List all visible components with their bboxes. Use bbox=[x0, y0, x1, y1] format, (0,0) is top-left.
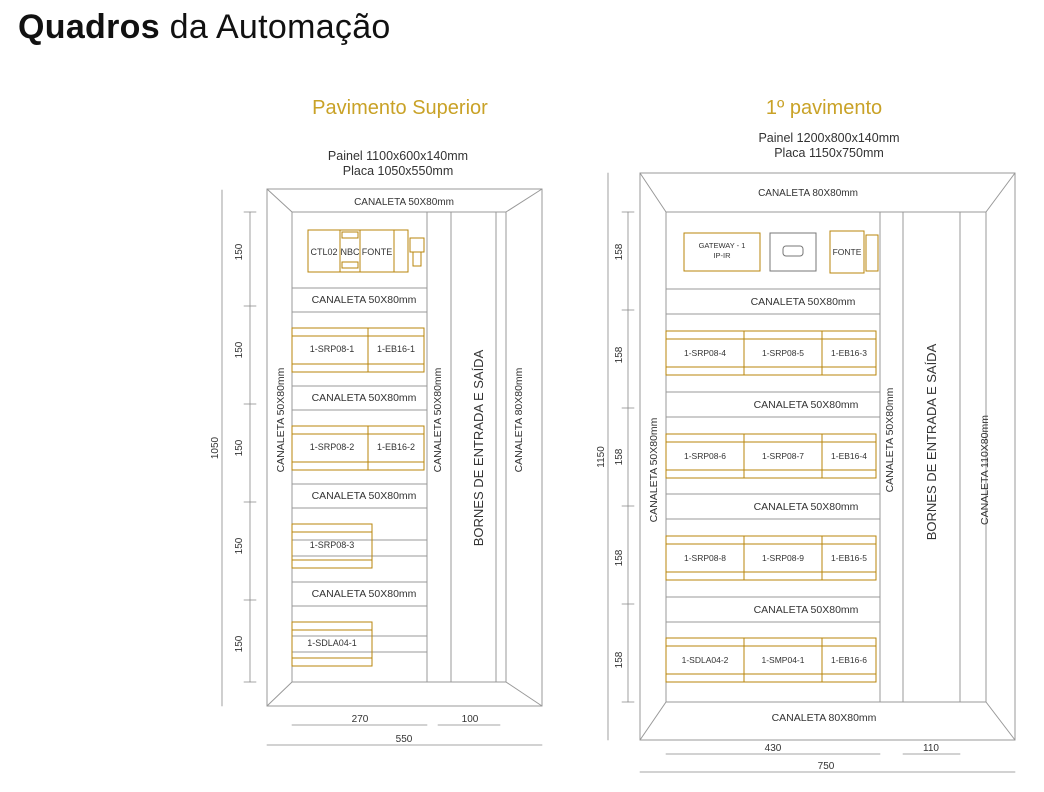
right-left-duct: CANALETA 50X80mm bbox=[648, 417, 660, 522]
right-module-10: 1-SDLA04-2 bbox=[682, 655, 729, 665]
right-heading: 1º pavimento bbox=[766, 97, 882, 119]
right-module-3: 1-EB16-3 bbox=[831, 348, 867, 358]
left-module-2: 1-EB16-1 bbox=[377, 344, 415, 354]
left-dim-row-4: 150 bbox=[234, 537, 245, 554]
right-module-12: 1-EB16-6 bbox=[831, 655, 867, 665]
right-module-8: 1-SRP08-9 bbox=[762, 553, 804, 563]
left-dim-total: 550 bbox=[396, 734, 413, 745]
right-top-duct: CANALETA 80X80mm bbox=[758, 188, 858, 199]
right-module-1: 1-SRP08-4 bbox=[684, 348, 726, 358]
right-dim-w1: 430 bbox=[765, 743, 782, 754]
right-gateway: GATEWAY - 1 bbox=[699, 241, 746, 250]
right-bornes: BORNES DE ENTRADA E SAÍDA bbox=[924, 343, 939, 540]
left-bornes: BORNES DE ENTRADA E SAÍDA bbox=[471, 349, 486, 546]
right-dim-row-4: 158 bbox=[614, 549, 625, 566]
right-bottom-duct: CANALETA 80X80mm bbox=[772, 712, 877, 724]
left-panel: Pavimento Superior Painel 1100x600x140mm… bbox=[210, 97, 543, 746]
left-module-6: 1-SDLA04-1 bbox=[307, 638, 357, 648]
title-bold: Quadros bbox=[18, 8, 160, 46]
left-dim-w1: 270 bbox=[352, 714, 369, 725]
right-module-4: 1-SRP08-6 bbox=[684, 451, 726, 461]
left-row-duct-1: CANALETA 50X80mm bbox=[312, 294, 417, 306]
right-module-7: 1-SRP08-8 bbox=[684, 553, 726, 563]
right-dim-height: 1150 bbox=[596, 446, 607, 468]
left-dim-w2: 100 bbox=[462, 714, 479, 725]
left-top-duct: CANALETA 50X80mm bbox=[354, 197, 454, 208]
right-panel: 1º pavimento Painel 1200x800x140mm Placa… bbox=[596, 97, 1016, 773]
left-module-3: 1-SRP08-2 bbox=[310, 442, 355, 452]
right-dim-w2: 110 bbox=[923, 743, 939, 754]
right-module-5: 1-SRP08-7 bbox=[762, 451, 804, 461]
right-dim-row-3: 158 bbox=[614, 448, 625, 465]
left-module-5: 1-SRP08-3 bbox=[310, 540, 355, 550]
left-right-duct: CANALETA 80X80mm bbox=[513, 367, 525, 472]
right-fonte: FONTE bbox=[833, 247, 862, 257]
left-fonte: FONTE bbox=[362, 247, 393, 257]
left-mid-duct: CANALETA 50X80mm bbox=[432, 367, 444, 472]
right-row-duct-3: CANALETA 50X80mm bbox=[754, 501, 859, 513]
left-row-duct-2: CANALETA 50X80mm bbox=[312, 392, 417, 404]
right-module-9: 1-EB16-5 bbox=[831, 553, 867, 563]
title-rest: da Automação bbox=[159, 8, 391, 46]
left-ctl: CTL02 bbox=[310, 247, 337, 257]
right-module-2: 1-SRP08-5 bbox=[762, 348, 804, 358]
left-dim-row-2: 150 bbox=[234, 341, 245, 358]
left-module-1: 1-SRP08-1 bbox=[310, 344, 355, 354]
right-dim-row-2: 158 bbox=[614, 346, 625, 363]
right-row-duct-4: CANALETA 50X80mm bbox=[754, 604, 859, 616]
left-module-4: 1-EB16-2 bbox=[377, 442, 415, 452]
left-dim-row-1: 150 bbox=[234, 243, 245, 260]
left-row-duct-4: CANALETA 50X80mm bbox=[312, 588, 417, 600]
right-dim-total: 750 bbox=[818, 761, 835, 772]
right-module-6: 1-EB16-4 bbox=[831, 451, 867, 461]
left-left-duct: CANALETA 50X80mm bbox=[275, 367, 287, 472]
left-row-duct-3: CANALETA 50X80mm bbox=[312, 490, 417, 502]
right-module-11: 1-SMP04-1 bbox=[762, 655, 805, 665]
left-painel: Painel 1100x600x140mm bbox=[328, 149, 468, 163]
right-right-duct: CANALETA 110X80mm bbox=[979, 415, 991, 525]
right-enclosure bbox=[639, 172, 1016, 741]
right-placa: Placa 1150x750mm bbox=[774, 146, 884, 160]
right-painel: Painel 1200x800x140mm bbox=[758, 131, 899, 145]
left-dim-row-5: 150 bbox=[234, 635, 245, 652]
right-mid-duct: CANALETA 50X80mm bbox=[884, 387, 896, 492]
right-dim-row-5: 158 bbox=[614, 651, 625, 668]
left-nbc: NBC bbox=[340, 247, 360, 257]
left-dim-row-3: 150 bbox=[234, 439, 245, 456]
left-enclosure bbox=[266, 188, 543, 707]
left-heading: Pavimento Superior bbox=[312, 97, 488, 119]
left-dim-height: 1050 bbox=[210, 436, 221, 459]
page-title: Quadros da Automação bbox=[18, 8, 391, 47]
right-dim-row-1: 158 bbox=[614, 243, 625, 260]
right-row-duct-2: CANALETA 50X80mm bbox=[754, 399, 859, 411]
right-row-duct-1: CANALETA 50X80mm bbox=[751, 296, 856, 308]
left-placa: Placa 1050x550mm bbox=[343, 164, 453, 178]
right-gateway-sub: IP-IR bbox=[713, 251, 731, 260]
